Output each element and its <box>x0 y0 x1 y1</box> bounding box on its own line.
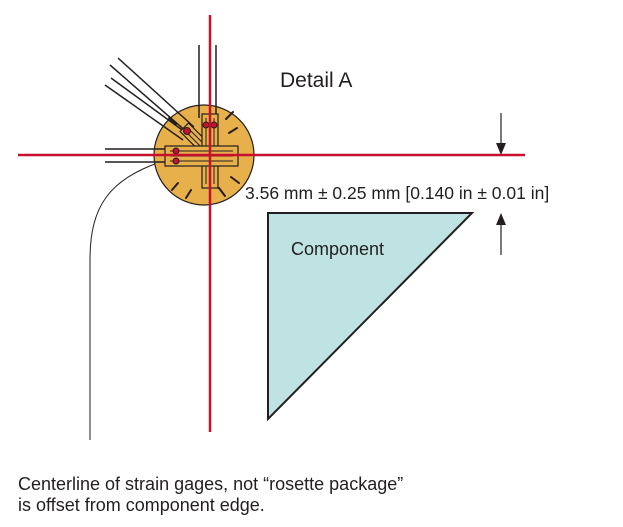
component-label: Component <box>291 239 384 259</box>
dimension-label: 3.56 mm ± 0.25 mm [0.140 in ± 0.01 in] <box>245 183 549 203</box>
caption-line-2: is offset from component edge. <box>18 495 265 515</box>
lead-wire-curve <box>89 161 161 440</box>
solder-tab-diagonal <box>183 127 191 135</box>
vertical-lead-wires <box>198 45 217 118</box>
dimension-arrow-bottom <box>496 213 506 255</box>
component-triangle <box>267 212 475 422</box>
caption-line-1: Centerline of strain gages, not “rosette… <box>18 474 404 494</box>
diagonal-lead-wires <box>104 57 195 141</box>
rosette-tick-marks <box>168 111 240 199</box>
caption: Centerline of strain gages, not “rosette… <box>18 474 608 516</box>
horizontal-lead-wires <box>105 148 166 163</box>
detail-label: Detail A <box>280 69 352 92</box>
dimension-arrow-top <box>496 113 506 155</box>
